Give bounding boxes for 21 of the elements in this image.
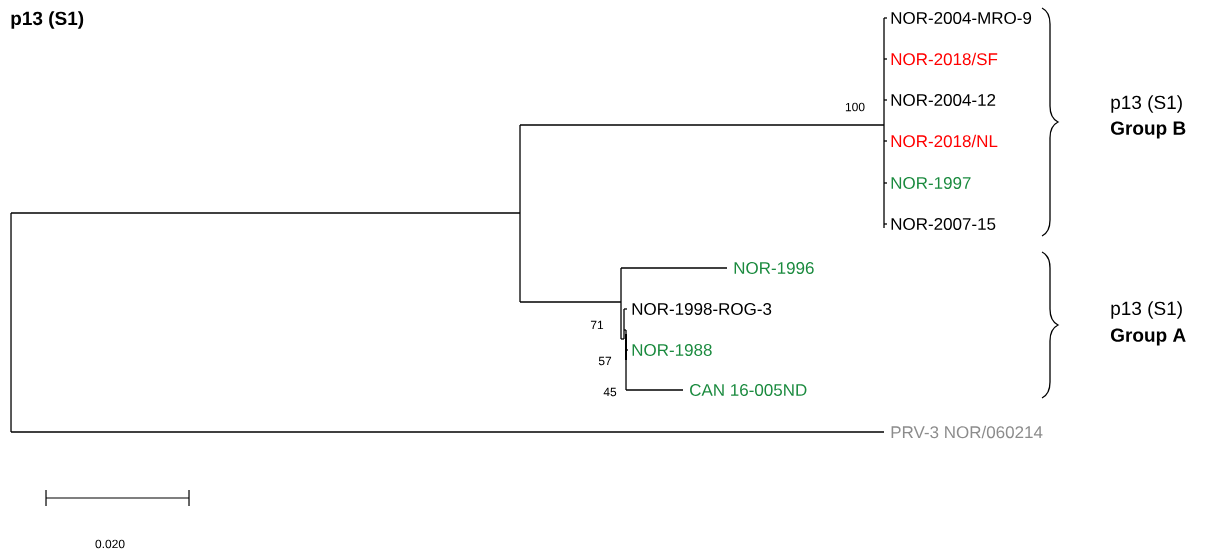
taxon-label: NOR-1996 [734, 261, 814, 274]
bootstrap-value: 57 [598, 356, 612, 366]
scale-label: 0.020 [95, 539, 125, 549]
taxon-label: NOR-1997 [891, 176, 971, 189]
taxon-label: NOR-2004-MRO-9 [891, 12, 1032, 24]
taxon-label: NOR-1988 [632, 343, 712, 356]
taxon-label: PRV-3 NOR/060214 [891, 425, 1043, 439]
taxon-label: NOR-2018/SF [891, 52, 998, 66]
group-label: p13 (S1) [1111, 301, 1182, 319]
taxon-label: NOR-2018/NL [891, 134, 998, 148]
bootstrap-value: 100 [845, 102, 865, 112]
taxon-label: NOR-1998-ROG-3 [632, 302, 772, 315]
taxon-label: NOR-2007-15 [891, 217, 996, 230]
group-label: Group A [1111, 328, 1186, 346]
taxon-label: NOR-2004-12 [891, 93, 996, 106]
group-label: p13 (S1) [1111, 95, 1182, 113]
group-label: Group B [1111, 121, 1186, 139]
taxon-label: CAN 16-005ND [690, 383, 807, 396]
bootstrap-value: 45 [603, 387, 617, 397]
title: p13 (S1) [11, 11, 84, 29]
bootstrap-value: 71 [590, 320, 604, 330]
